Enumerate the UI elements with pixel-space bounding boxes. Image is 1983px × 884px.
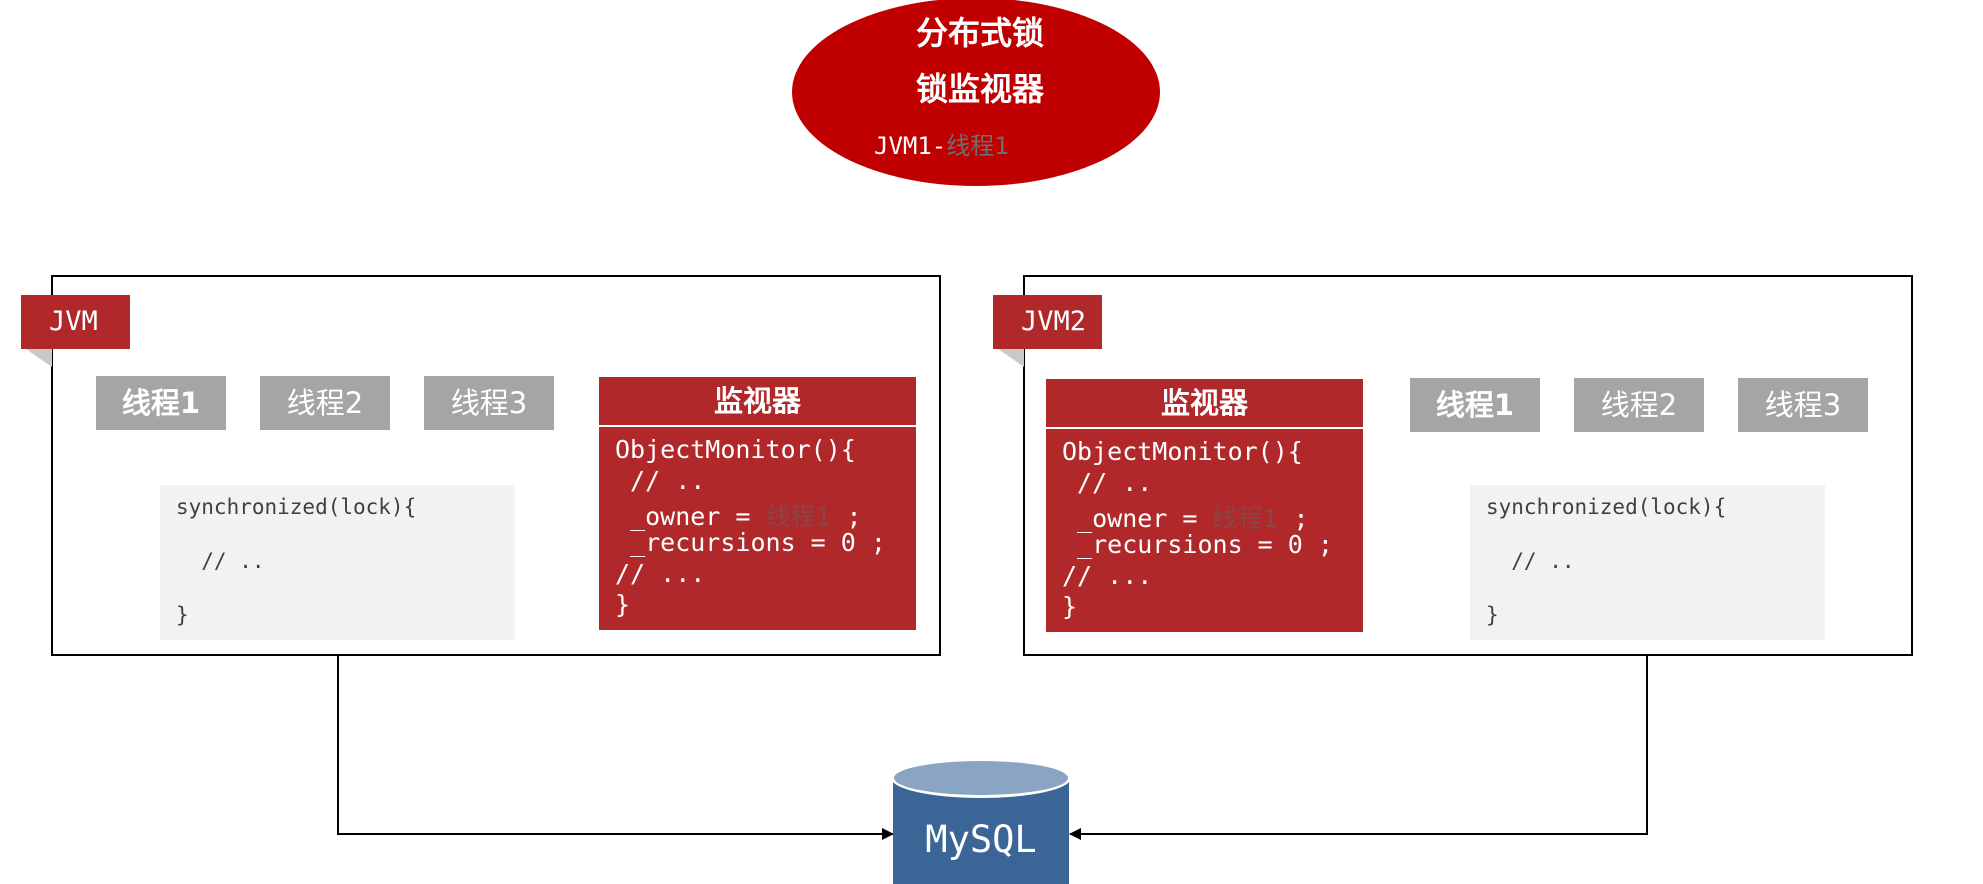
jvm-left-tag: JVM [21,295,130,349]
ellipse-owner-prefix: JVM1- [874,132,947,160]
jvm-right-tag-fold [998,349,1024,367]
ellipse-title-line1: 分布式锁 [915,14,1044,52]
jvm-left-code-line-2: // .. [176,549,265,573]
jvm-right-monitor-line-4: _recursions = 0 ; [1062,530,1333,559]
jvm-left-thread-3: 线程3 [424,376,554,430]
jvm-right-code-line-1: synchronized(lock){ [1486,495,1727,519]
jvm-left-monitor: 监视器 ObjectMonitor(){ // .. _owner = 线程1 … [599,377,916,630]
jvm-right-tag: JVM2 [993,295,1102,349]
jvm-right-thread-1: 线程1 [1410,378,1540,432]
jvm-right-monitor: 监视器 ObjectMonitor(){ // .. _owner = 线程1 … [1046,379,1363,632]
jvm-right-thread-3: 线程3 [1738,378,1868,432]
jvm-right-monitor-title: 监视器 [1046,379,1363,429]
jvm-left-monitor-line-1: ObjectMonitor(){ [615,435,856,464]
mysql-database-top [891,758,1071,798]
jvm-right-monitor-owner: _owner = 线程1 ; [1062,504,1309,533]
jvm-right-monitor-line-6: } [1062,592,1078,621]
jvm-left-monitor-owner: _owner = 线程1 ; [615,502,862,531]
jvm-right-code-line-2: // .. [1486,549,1575,573]
jvm-left-monitor-line-6: } [615,590,631,619]
jvm-right-monitor-line-5: // ... [1062,561,1153,590]
jvm-left-monitor-owner-thread: 线程1 [765,502,832,531]
mysql-label: MySQL [925,818,1037,861]
ellipse-owner-thread: 线程1 [946,132,1010,160]
ellipse-title-line2: 锁监视器 [915,70,1044,108]
jvm-left-monitor-title: 监视器 [599,377,916,427]
jvm-left-thread-2: 线程2 [260,376,390,430]
jvm-left-sync-code: synchronized(lock){ // .. } [160,485,515,640]
jvm-right-monitor-line-2: // .. [1062,468,1153,497]
jvm-right-sync-code: synchronized(lock){ // .. } [1470,485,1825,640]
jvm-right-thread-2: 线程2 [1574,378,1704,432]
ellipse-owner: JVM1-线程1 [874,126,1010,161]
jvm-left-thread-1: 线程1 [96,376,226,430]
distributed-lock-ellipse [792,0,1160,186]
connector-left [337,640,894,840]
jvm-left-tag-fold [26,349,52,367]
jvm-left-monitor-line-2: // .. [615,466,706,495]
jvm-right-monitor-line-1: ObjectMonitor(){ [1062,437,1303,466]
jvm-right-monitor-owner-thread: 线程1 [1212,504,1279,533]
jvm-left-monitor-line-5: // ... [615,559,706,588]
jvm-left-code-line-3: } [176,603,189,627]
jvm-left-monitor-line-4: _recursions = 0 ; [615,528,886,557]
jvm-left-code-line-1: synchronized(lock){ [176,495,417,519]
jvm-right-code-line-3: } [1486,603,1499,627]
connector-right [1069,640,1648,840]
